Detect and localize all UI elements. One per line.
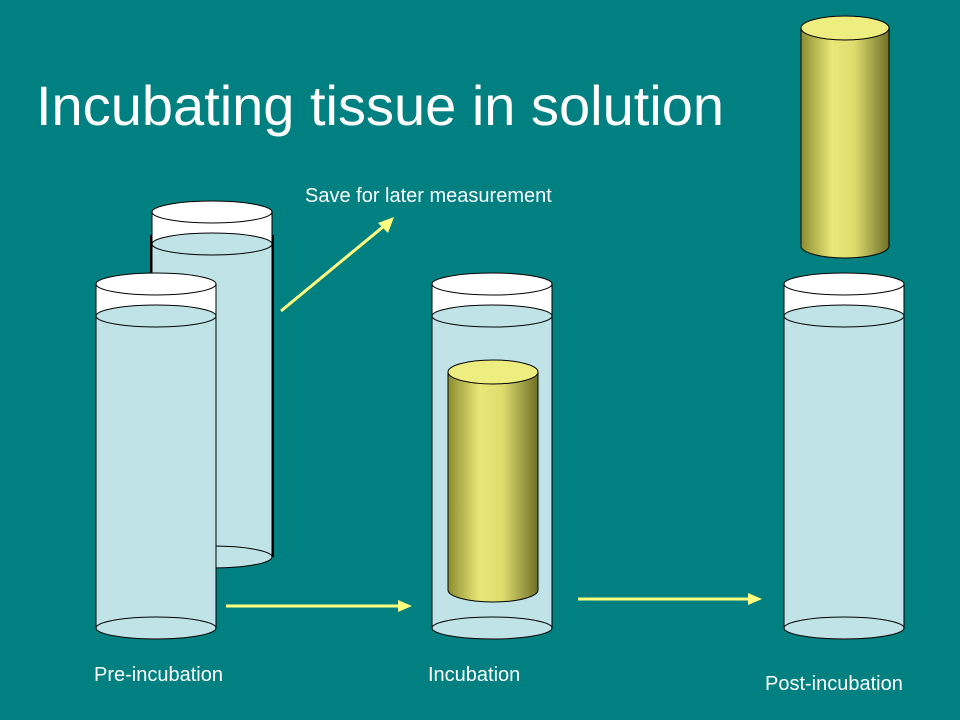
pre-incubation-beaker	[95, 272, 217, 640]
label-post-incubation: Post-incubation	[765, 673, 903, 695]
label-incubation: Incubation	[428, 664, 521, 686]
label-pre-incubation: Pre-incubation	[94, 664, 223, 686]
arrow-pre-to-incubation	[226, 600, 412, 612]
arrow-incubation-to-post	[578, 593, 762, 605]
slide-title: Incubating tissue in solution	[36, 74, 724, 137]
arrow-to-save	[280, 217, 394, 313]
label-save-for-later: Save for later measurement	[305, 185, 552, 207]
tissue-sample-incubating	[447, 359, 539, 603]
post-incubation-beaker	[783, 272, 905, 640]
tissue-sample-removed	[800, 15, 890, 259]
